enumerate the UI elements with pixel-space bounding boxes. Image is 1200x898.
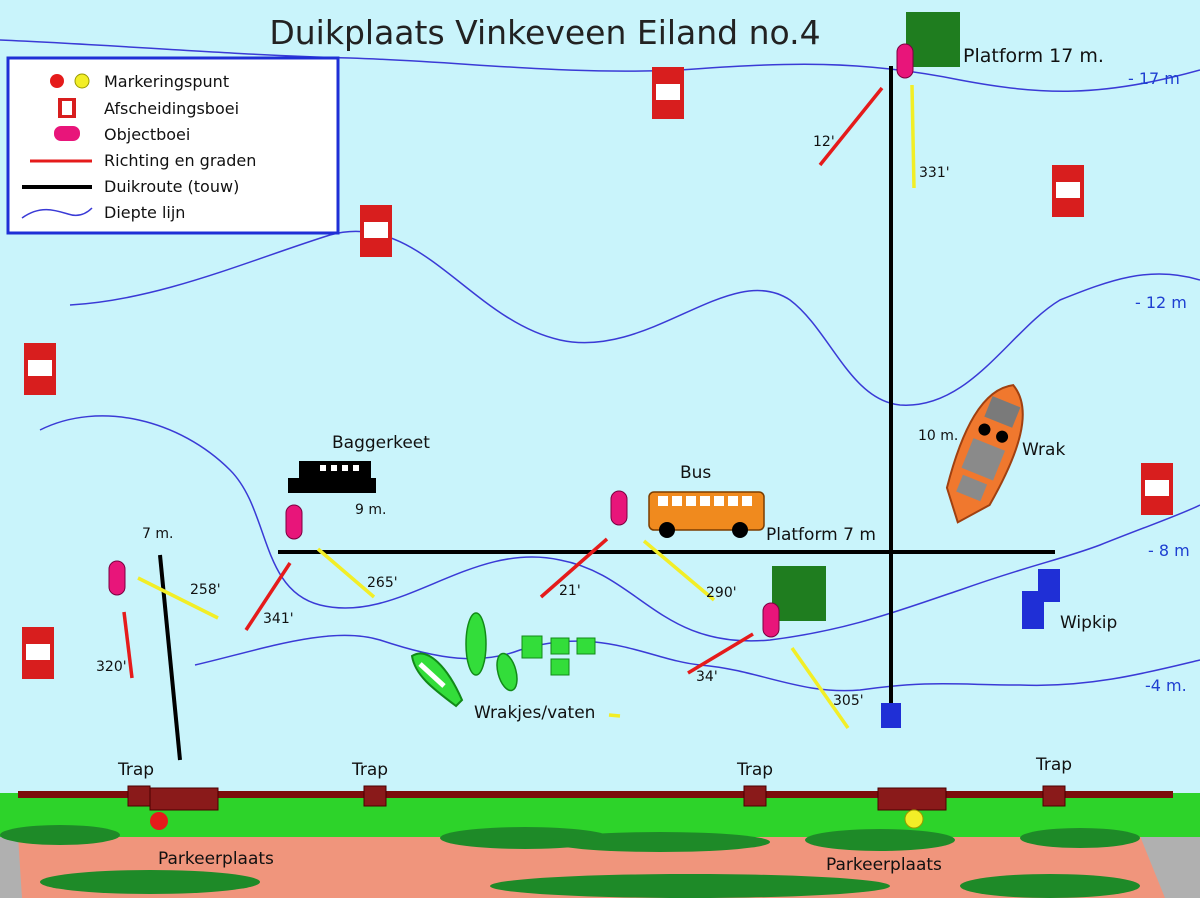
map-title: Duikplaats Vinkeveen Eiland no.4 bbox=[269, 13, 820, 52]
separator-buoy bbox=[1141, 463, 1173, 515]
trap-label: Trap bbox=[117, 760, 154, 780]
legend-label-object: Objectboei bbox=[104, 125, 190, 144]
road-corner bbox=[0, 836, 22, 898]
separator-buoy bbox=[1052, 165, 1084, 217]
legend-label-route: Duikroute (touw) bbox=[104, 177, 239, 196]
trap-label: Trap bbox=[351, 760, 388, 780]
trap-label: Trap bbox=[1035, 755, 1072, 775]
shore-edge bbox=[18, 791, 1173, 798]
bushes bbox=[0, 825, 1140, 898]
separator-buoy bbox=[24, 343, 56, 395]
separator-buoy bbox=[652, 67, 684, 119]
baggerkeet-label: Baggerkeet bbox=[332, 433, 430, 453]
parking-label: Parkeerplaats bbox=[158, 849, 274, 869]
depth-label-17m: - 17 m bbox=[1128, 69, 1180, 88]
object-buoy bbox=[285, 504, 303, 540]
platform-17m-label: Platform 17 m. bbox=[963, 45, 1104, 67]
bearing-line bbox=[608, 713, 621, 718]
trap-step bbox=[743, 785, 767, 807]
bearing-label: 290' bbox=[706, 585, 737, 601]
baggerkeet-depth: 9 m. bbox=[355, 502, 386, 518]
route-end-marker bbox=[881, 703, 901, 728]
bearing-label: 341' bbox=[263, 611, 294, 627]
red-marker-icon bbox=[50, 74, 64, 88]
bearing-line bbox=[137, 576, 219, 620]
separator-buoy-icon bbox=[58, 98, 76, 118]
bearing-label: 12' bbox=[813, 134, 835, 150]
wipkip-object bbox=[1022, 569, 1060, 629]
bus-object bbox=[648, 491, 765, 538]
platform-small bbox=[772, 566, 826, 621]
depth-label-4m: -4 m. bbox=[1145, 676, 1187, 695]
trap-step bbox=[363, 785, 387, 807]
wreck-label: Wrak bbox=[1022, 440, 1065, 460]
object-buoys bbox=[108, 43, 914, 638]
separator-buoy bbox=[360, 205, 392, 257]
object-buoy bbox=[610, 490, 628, 526]
trap-label: Trap bbox=[736, 760, 773, 780]
platform-17m bbox=[906, 12, 960, 67]
wrakjes-group bbox=[410, 612, 596, 708]
trap-markers bbox=[127, 785, 1066, 811]
legend-label-depthline: Diepte lijn bbox=[104, 203, 185, 222]
bearing-label: 320' bbox=[96, 659, 127, 675]
legend-box bbox=[6, 56, 340, 235]
parking-label: Parkeerplaats bbox=[826, 855, 942, 875]
jetty bbox=[149, 787, 219, 811]
bearing-line bbox=[790, 646, 850, 730]
bearing-label: 258' bbox=[190, 582, 221, 598]
platform-7m-label: Platform 7 m bbox=[766, 525, 876, 545]
separator-buoy bbox=[22, 627, 54, 679]
bearing-line bbox=[910, 84, 916, 189]
depth-line-12m bbox=[69, 230, 1200, 406]
legend: Markeringspunt Afscheidingsboei Objectbo… bbox=[6, 56, 340, 235]
bearing-label: 265' bbox=[367, 575, 398, 591]
wipkip-label: Wipkip bbox=[1060, 613, 1117, 633]
bearing-line bbox=[244, 562, 292, 631]
road-corner bbox=[1140, 836, 1200, 898]
wreck-object bbox=[945, 384, 1024, 524]
bearing-lines bbox=[122, 84, 916, 730]
legend-label-separator: Afscheidingsboei bbox=[104, 99, 239, 118]
marker-point-yellow bbox=[904, 809, 924, 829]
wreck-depth: 10 m. bbox=[918, 428, 958, 444]
bearing-label: 305' bbox=[833, 693, 864, 709]
depth-line-icon bbox=[21, 207, 93, 219]
depth-line-8m bbox=[39, 415, 1200, 642]
legend-label-direction: Richting en graden bbox=[104, 151, 256, 170]
depth-label-8m: - 8 m bbox=[1148, 541, 1190, 560]
yellow-marker-icon bbox=[74, 73, 90, 89]
object-buoy bbox=[762, 602, 780, 638]
trap-step bbox=[127, 785, 151, 807]
bearing-line bbox=[687, 632, 754, 675]
bearing-line bbox=[818, 86, 884, 167]
bus-label: Bus bbox=[680, 463, 711, 483]
start-depth-label: 7 m. bbox=[142, 526, 173, 542]
trap-step bbox=[1042, 785, 1066, 807]
bearing-label: 331' bbox=[919, 165, 950, 181]
bearing-line bbox=[316, 547, 376, 599]
bearing-line bbox=[642, 539, 716, 602]
marker-point-red bbox=[150, 812, 168, 830]
object-buoy bbox=[896, 43, 914, 79]
legend-label-marker: Markeringspunt bbox=[104, 72, 229, 91]
bearing-line bbox=[122, 611, 134, 679]
baggerkeet-object bbox=[288, 461, 376, 493]
bearing-label: 34' bbox=[696, 669, 718, 685]
jetty bbox=[877, 787, 947, 811]
bearing-line bbox=[539, 537, 609, 599]
depth-label-12m: - 12 m bbox=[1135, 293, 1187, 312]
bearing-label: 21' bbox=[559, 583, 581, 599]
object-buoy-icon bbox=[54, 126, 80, 141]
object-buoy bbox=[108, 560, 126, 596]
wrakjes-label: Wrakjes/vaten bbox=[474, 703, 595, 723]
